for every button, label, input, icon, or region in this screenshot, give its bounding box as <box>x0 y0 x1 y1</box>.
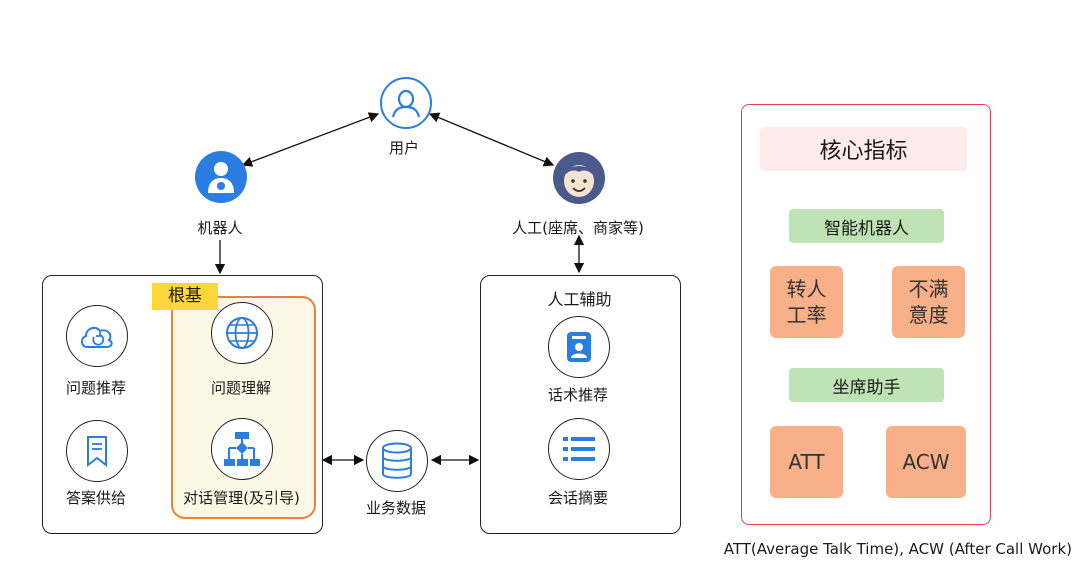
dialog-management-label: 对话管理(及引导) <box>183 489 300 507</box>
human-label: 人工(座席、商家等) <box>512 219 644 237</box>
question-recommend-label: 问题推荐 <box>65 379 126 397</box>
list-icon <box>548 418 610 480</box>
arrow-user-robot <box>241 112 380 167</box>
robot-label: 机器人 <box>197 219 243 237</box>
metric-att: ATT <box>770 426 843 498</box>
conversation-summary-label: 会话摘要 <box>547 489 608 507</box>
metric-transfer-rate-label: 转人 工率 <box>786 277 827 327</box>
metric-dissatisfaction: 不满 意度 <box>892 266 965 338</box>
footnote: ATT(Average Talk Time), ACW (After Call … <box>723 540 1072 558</box>
metric-acw: ACW <box>886 426 966 498</box>
arrow-user-human <box>428 112 555 167</box>
script-recommend-label: 话术推荐 <box>547 386 608 404</box>
human-assist-title: 人工辅助 <box>547 290 612 309</box>
core-metrics-title: 核心指标 <box>760 127 967 171</box>
smart-robot-section: 智能机器人 <box>789 209 944 243</box>
user-avatar-icon <box>380 77 432 129</box>
user-label: 用户 <box>388 139 419 157</box>
foundation-tag: 根基 <box>152 283 218 310</box>
globe-icon <box>211 302 273 364</box>
metric-transfer-rate: 转人 工率 <box>770 266 843 338</box>
human-agent-icon <box>553 152 605 204</box>
cloud-sync-icon <box>66 305 128 367</box>
agent-assistant-section: 坐席助手 <box>789 368 944 402</box>
metric-dissatisfaction-label: 不满 意度 <box>908 277 949 327</box>
bookmark-icon <box>66 420 128 482</box>
question-understanding-label: 问题理解 <box>210 379 271 397</box>
contact-card-icon <box>548 316 610 378</box>
answer-supply-label: 答案供给 <box>65 489 126 507</box>
database-icon <box>366 430 428 492</box>
business-data-label: 业务数据 <box>365 499 426 517</box>
robot-icon <box>195 151 247 203</box>
flowchart-icon <box>211 418 273 480</box>
